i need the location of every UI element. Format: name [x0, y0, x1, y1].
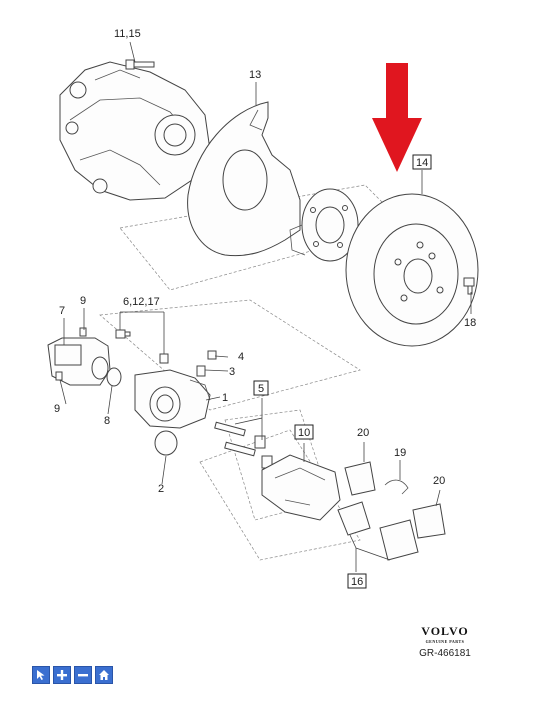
pad-group-outline — [199, 429, 361, 561]
wheel-hub — [289, 188, 359, 262]
seal-ring — [154, 430, 178, 456]
anti-rattle-spring-upper — [344, 461, 376, 496]
reference-code: GR-466181 — [419, 648, 471, 659]
label-2: 2 — [158, 483, 164, 495]
zoom-in-button[interactable] — [53, 666, 71, 684]
caliper-bolt-left — [115, 329, 131, 339]
label-13: 13 — [249, 69, 261, 81]
caliper-motor — [47, 337, 111, 386]
brand-name: VOLVO — [421, 624, 469, 638]
label-10: 10 — [298, 427, 310, 439]
label-20-right: 20 — [433, 475, 445, 487]
leader-lines — [59, 41, 472, 572]
brake-pad-left — [337, 501, 371, 536]
zoom-out-icon — [78, 674, 88, 677]
lower-group-outline — [99, 299, 361, 411]
caliper-housing — [134, 369, 211, 429]
disc-screw — [463, 277, 475, 295]
label-5: 5 — [258, 383, 264, 395]
label-4: 4 — [238, 351, 244, 363]
zoom-toolbar — [32, 666, 113, 684]
brake-disc — [345, 193, 479, 347]
label-9-upper: 9 — [80, 295, 86, 307]
label-6-12-17: 6,12,17 — [123, 296, 160, 308]
anti-rattle-spring-right — [412, 503, 446, 539]
label-20-upper: 20 — [357, 427, 369, 439]
label-3: 3 — [229, 366, 235, 378]
knuckle-bolt — [125, 59, 155, 70]
pointer-icon — [37, 670, 45, 680]
zoom-in-icon — [57, 670, 67, 680]
dust-shield — [187, 101, 301, 257]
label-8: 8 — [104, 415, 110, 427]
home-button[interactable] — [95, 666, 113, 684]
home-icon — [99, 670, 109, 680]
wire-clip — [384, 479, 409, 495]
label-19: 19 — [394, 447, 406, 459]
callout-box-5 — [253, 380, 269, 396]
callout-box-10 — [294, 424, 314, 440]
small-bolt-lower — [55, 371, 63, 381]
zoom-out-button[interactable] — [74, 666, 92, 684]
label-11-15: 11,15 — [114, 28, 141, 40]
brand-subtitle: GENUINE PARTS — [425, 639, 465, 644]
caliper-carrier — [261, 454, 341, 521]
brake-pad-right — [379, 519, 419, 561]
pointer-button[interactable] — [32, 666, 50, 684]
pin-boot-upper — [254, 435, 266, 449]
caliper-bolt-right — [159, 353, 169, 364]
label-9-lower: 9 — [54, 403, 60, 415]
callout-box-16 — [347, 573, 367, 589]
label-16: 16 — [351, 576, 363, 588]
label-1: 1 — [222, 392, 228, 404]
label-14: 14 — [416, 157, 428, 169]
o-ring — [106, 367, 122, 387]
callout-box-14 — [412, 154, 432, 170]
brand-logo: VOLVO GENUINE PARTS — [400, 624, 490, 644]
small-bolt-upper — [79, 327, 87, 337]
steering-knuckle — [59, 61, 211, 201]
red-arrow — [372, 63, 422, 172]
guide-pin-lower — [224, 441, 256, 457]
guide-pin-upper — [214, 421, 246, 437]
label-18: 18 — [464, 317, 476, 329]
bleed-cap — [207, 350, 217, 360]
label-7: 7 — [59, 305, 65, 317]
bleed-screw — [196, 365, 206, 377]
